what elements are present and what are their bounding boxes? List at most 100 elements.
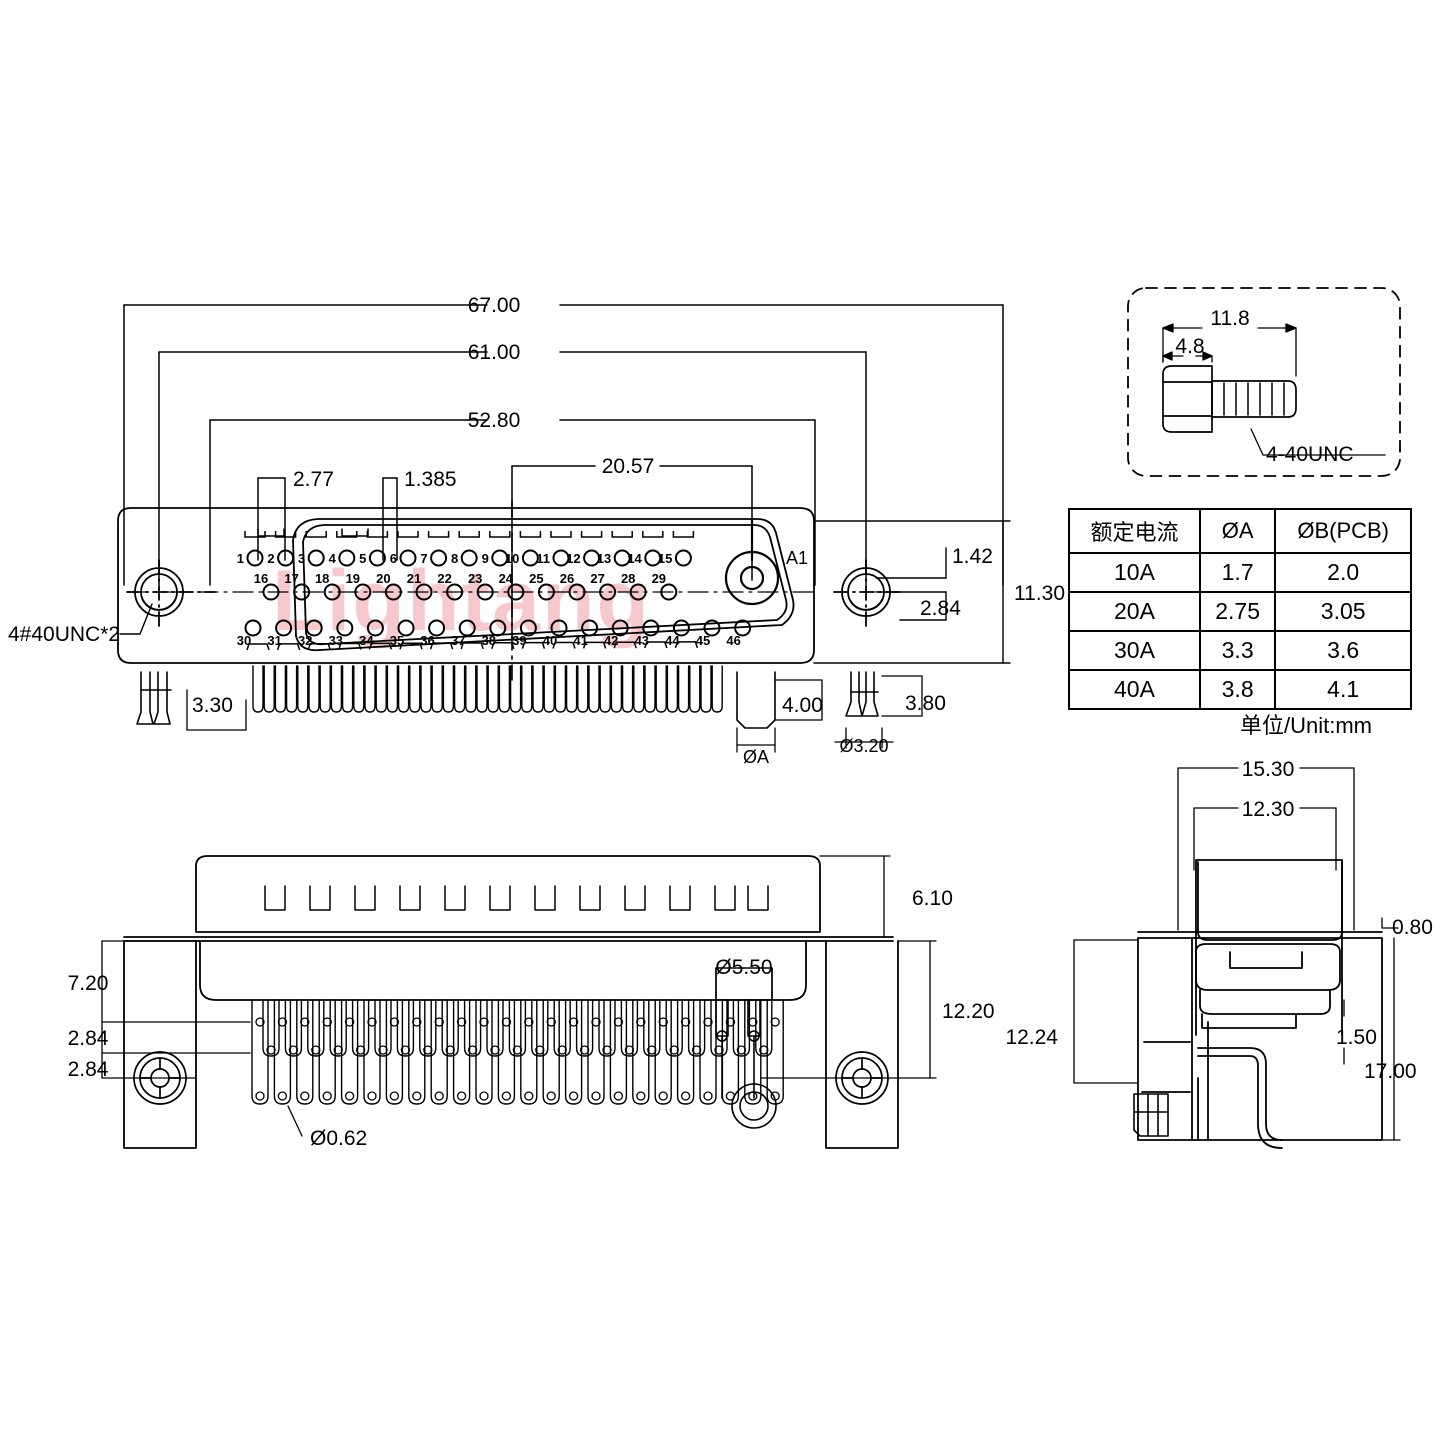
- pin-label: 11: [536, 551, 550, 566]
- dim-board-lock-dia: Ø3.20: [839, 736, 888, 756]
- side-pin-tail-short: [665, 999, 683, 1057]
- pin-hole: 3: [298, 549, 325, 567]
- solder-tail: [565, 665, 578, 713]
- side-pin-tail: [385, 999, 404, 1105]
- dim-front-height: 11.30: [1014, 582, 1065, 605]
- pin-label: 1: [237, 551, 244, 566]
- pin-label: 45: [696, 633, 710, 648]
- pin-label: 29: [652, 571, 666, 586]
- front-view-right-dimensions: [813, 520, 1011, 664]
- pin-hole: 45: [696, 619, 721, 648]
- front-view-flange: [117, 507, 815, 664]
- pin-hole: 24: [499, 571, 525, 601]
- dim-power-pin-span: 20.57: [602, 455, 655, 478]
- cell-phi-b: 4.1: [1274, 669, 1412, 710]
- pin-label: 14: [627, 551, 642, 566]
- side-pin-tail: [654, 999, 672, 1105]
- pin-hole: 6: [390, 549, 417, 567]
- front-view-thread-leader: [119, 603, 153, 635]
- solder-tail: [375, 665, 387, 713]
- pin-label: 3: [298, 551, 305, 566]
- dim-depth-body: 12.30: [1242, 798, 1295, 821]
- cell-phi-b: 2.0: [1274, 552, 1412, 593]
- table-row: 40A 3.8 4.1: [1068, 669, 1412, 710]
- table-row: 20A 2.75 3.05: [1068, 591, 1412, 632]
- solder-tail: [252, 665, 264, 713]
- side-pin-tail-short: [553, 999, 571, 1057]
- side-pin-tail-short: [531, 999, 549, 1057]
- pin-label: 27: [590, 571, 604, 586]
- solder-tail: [297, 665, 309, 713]
- dim-row-pitch-1: 2.84: [68, 1027, 109, 1050]
- pin-label: 25: [529, 571, 543, 586]
- dim-screw-head-length: 4.8: [1175, 335, 1204, 358]
- solder-tail: [621, 665, 634, 713]
- th-rated-current: 额定电流: [1068, 508, 1201, 554]
- solder-tail: [532, 665, 544, 713]
- pin-hole: 10: [505, 549, 539, 567]
- solder-tail: [420, 665, 432, 713]
- side-pin-tail: [475, 999, 493, 1105]
- side-pin-tail: [251, 999, 269, 1105]
- units-note: 单位/Unit:mm: [1240, 713, 1373, 738]
- side-pin-tail: [542, 999, 560, 1105]
- pin-label: 13: [597, 551, 611, 566]
- pin-hole: 27: [590, 571, 617, 601]
- pin-hole: 30: [237, 619, 262, 648]
- dim-power-pin-dia: ØA: [743, 747, 769, 767]
- dim-power-pin-length: 4.00: [782, 694, 823, 717]
- solder-tail: [476, 665, 488, 713]
- pin-hole: 4: [329, 549, 356, 567]
- solder-tail: [509, 665, 522, 713]
- current-rating-table: 额定电流 ØA ØB(PCB) 10A 1.7 2.0 20A 2.75 3.0…: [1068, 508, 1412, 710]
- pin-label: 9: [482, 551, 489, 566]
- cell-phi-b: 3.6: [1274, 630, 1412, 671]
- pin-hole: 8: [451, 549, 478, 567]
- pin-hole: 25: [529, 571, 555, 601]
- pin-label: 21: [407, 571, 421, 586]
- label-screw-thread: 4-40UNC: [1266, 443, 1354, 466]
- dim-overall-width: 67.00: [468, 294, 521, 317]
- pin-hole: 40: [543, 619, 568, 648]
- side-pin-tail-short: [284, 999, 303, 1057]
- front-view-shell-tabs: [244, 531, 699, 651]
- pin-hole: 17: [284, 571, 311, 601]
- cell-current: 10A: [1068, 552, 1201, 593]
- side-pin-tail-short: [307, 999, 325, 1057]
- cell-current: 20A: [1068, 591, 1201, 632]
- pin-hole: 16: [254, 571, 280, 601]
- pin-hole: 5: [359, 549, 386, 567]
- front-view-mount-hole-right: [833, 559, 906, 631]
- side-pin-tail: [296, 999, 314, 1105]
- side-pin-tail: [363, 999, 381, 1105]
- dim-row-offset: 1.42: [952, 545, 993, 568]
- side-pin-tail: [430, 999, 448, 1105]
- dim-height-total: 17.00: [1364, 1060, 1417, 1083]
- side-pin-tail-short: [643, 999, 661, 1057]
- front-view-dimension-labels: 67.00 61.00 52.80 20.57 2.77 1.385 1.42 …: [8, 294, 1065, 767]
- solder-tail: [263, 665, 275, 713]
- solder-tail: [341, 665, 354, 713]
- solder-tail: [498, 665, 511, 713]
- table-row: 10A 1.7 2.0: [1068, 552, 1412, 593]
- pin-label: 32: [298, 633, 312, 648]
- cell-current: 40A: [1068, 669, 1201, 710]
- pin-hole: 38: [482, 619, 507, 648]
- dim-row-pitch: 2.84: [920, 597, 961, 620]
- pin-label: 31: [267, 633, 281, 648]
- pin-hole: 18: [315, 571, 341, 601]
- cell-phi-a: 2.75: [1198, 591, 1277, 632]
- label-thread-spec: 4#40UNC*2: [8, 623, 120, 646]
- dim-flange-thickness: 0.80: [1392, 916, 1433, 939]
- pin-label: 12: [566, 551, 580, 566]
- side-pin-tail: [273, 999, 292, 1105]
- solder-tail: [319, 665, 331, 713]
- pin-label: 36: [420, 633, 434, 648]
- pin-hole: 21: [407, 571, 433, 601]
- solder-tail: [543, 665, 555, 713]
- dim-row-pitch-2: 2.84: [68, 1058, 109, 1081]
- pin-hole: 33: [329, 619, 354, 648]
- pin-label: 37: [451, 633, 465, 648]
